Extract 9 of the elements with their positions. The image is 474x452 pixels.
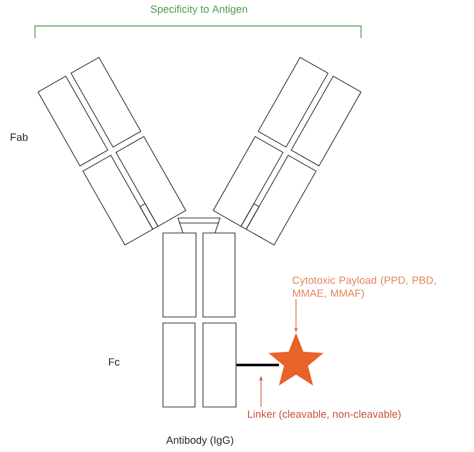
bracket-label: Specificity to Antigen bbox=[150, 5, 248, 15]
caption-label: Antibody (IgG) bbox=[166, 436, 234, 446]
payload-label: Cytotoxic Payload (PPD, PBD, MMAE, MMAF) bbox=[292, 276, 436, 299]
payload-star bbox=[268, 333, 324, 386]
linker-line bbox=[236, 364, 279, 366]
part-label: Fc bbox=[109, 358, 120, 366]
linker-label: Linker (cleavable, non-cleavable) bbox=[248, 410, 401, 420]
part-label: Fab bbox=[10, 133, 28, 141]
domain-box bbox=[202, 322, 236, 408]
